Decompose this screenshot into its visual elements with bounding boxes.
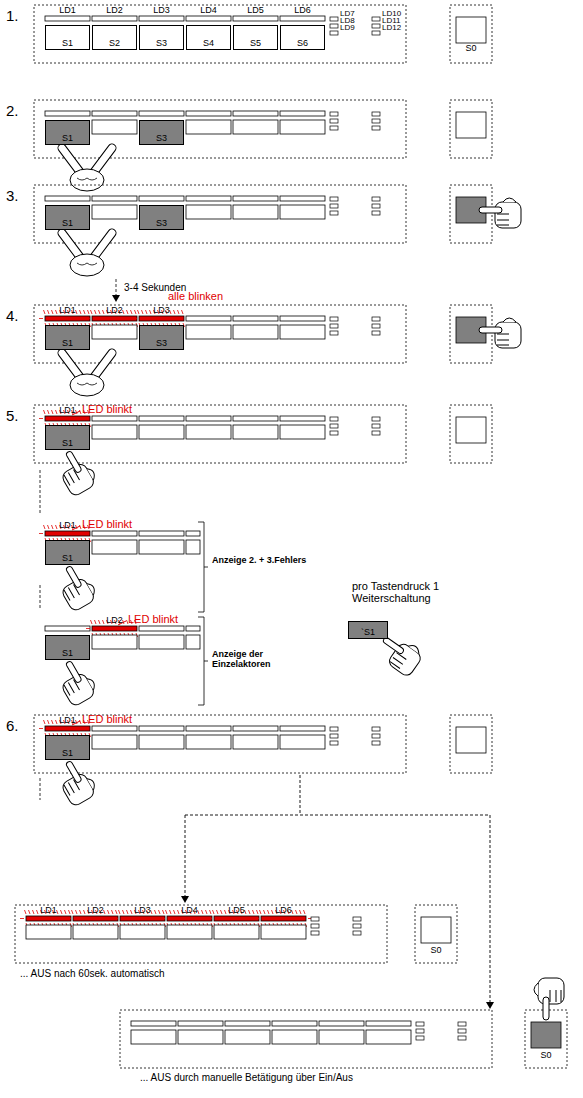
led-label: LD1 [40, 906, 57, 916]
led-label: LD12 [382, 24, 401, 33]
button-label: S1 [46, 218, 89, 228]
led-label: LD1 [59, 521, 76, 531]
push-button: S4 [186, 25, 231, 50]
blink-note: LED blinkt [128, 613, 178, 625]
button-label: S1 [46, 338, 89, 348]
button-label: S4 [187, 38, 230, 48]
led-label: LD2 [87, 906, 104, 916]
button-label: S1 [46, 748, 89, 758]
push-button: S3 [139, 325, 184, 350]
push-button: S5 [233, 25, 278, 50]
push-button: S1 [45, 735, 90, 760]
led-label: LD2 [106, 616, 123, 626]
led-label: LD4 [200, 6, 217, 16]
step-number: 3. [6, 188, 19, 205]
led-label: LD1 [59, 716, 76, 726]
push-button: S3 [139, 205, 184, 230]
led-label: LD5 [228, 906, 245, 916]
push-button: S1 [45, 425, 90, 450]
step-note: pro Tastendruck 1 Weiterschaltung [352, 580, 480, 604]
push-button: `S1 [348, 621, 388, 639]
button-label: S3 [140, 218, 183, 228]
led-label: LD1 [59, 406, 76, 416]
blink-note: LED blinkt [82, 518, 132, 530]
button-label: S3 [140, 133, 183, 143]
push-button: S1 [45, 540, 90, 565]
push-button: S6 [280, 25, 325, 50]
button-label: S1 [46, 438, 89, 448]
caption-note: ... AUS nach 60sek. automatisch [20, 968, 165, 979]
led-label: S0 [540, 1051, 551, 1061]
blink-note: alle blinken [168, 290, 223, 302]
button-label: S1 [46, 553, 89, 563]
button-label: S3 [140, 338, 183, 348]
button-label: S3 [140, 38, 183, 48]
push-button: S2 [92, 25, 137, 50]
button-label: S1 [46, 38, 89, 48]
step-number: 5. [6, 408, 19, 425]
push-button: S1 [45, 635, 90, 660]
button-label: S2 [93, 38, 136, 48]
caption-note: ... AUS durch manuelle Betätigung über E… [140, 1072, 353, 1083]
push-button: S1 [45, 120, 90, 145]
push-button: S1 [45, 205, 90, 230]
led-label: S0 [465, 44, 476, 54]
led-label: LD3 [153, 6, 170, 16]
led-label: LD1 [59, 6, 76, 16]
led-label: LD6 [275, 906, 292, 916]
blink-note: LED blinkt [82, 713, 132, 725]
push-button: S3 [139, 25, 184, 50]
blink-note: LED blinkt [82, 403, 132, 415]
led-label: LD1 [59, 306, 76, 316]
button-label: S1 [46, 133, 89, 143]
step-number: 4. [6, 308, 19, 325]
led-label: LD3 [153, 306, 170, 316]
led-label: LD5 [247, 6, 264, 16]
push-button: S3 [139, 120, 184, 145]
push-button: S1 [45, 325, 90, 350]
bracket-note: Anzeige der Einzelaktoren [212, 650, 322, 670]
led-label: LD2 [106, 6, 123, 16]
push-button: S1 [45, 25, 90, 50]
led-label: LD4 [181, 906, 198, 916]
button-label: `S1 [349, 627, 387, 637]
step-number: 2. [6, 103, 19, 120]
button-label: S5 [234, 38, 277, 48]
step-number: 1. [6, 8, 19, 25]
button-label: S1 [46, 648, 89, 658]
step-number: 6. [6, 718, 19, 735]
led-label: LD3 [134, 906, 151, 916]
led-label: LD9 [340, 24, 355, 33]
led-label: LD2 [106, 306, 123, 316]
led-label: S0 [430, 946, 441, 956]
bracket-note: Anzeige 2. + 3.Fehlers [212, 556, 337, 566]
button-label: S6 [281, 38, 324, 48]
led-label: LD6 [294, 6, 311, 16]
